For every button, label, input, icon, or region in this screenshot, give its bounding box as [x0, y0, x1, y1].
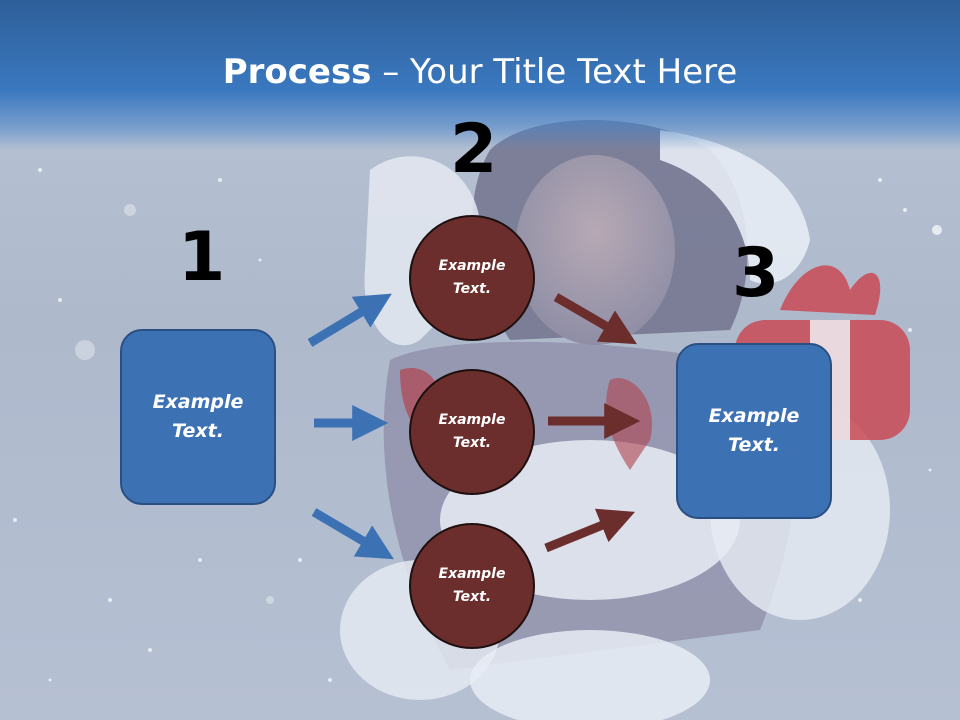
step-1-number: 1 [178, 218, 226, 297]
slide-title: Process – Your Title Text Here [0, 52, 960, 92]
circle-bottom-line1: Example [438, 566, 506, 582]
step-1-line2: Text. [172, 420, 224, 442]
step-3-number: 3 [732, 234, 780, 313]
step-1-line1: Example [152, 391, 244, 413]
circle-middle-line1: Example [438, 412, 506, 428]
arrow-1-to-2-bottom [311, 508, 394, 560]
circle-bottom-line2: Text. [452, 589, 492, 605]
circle-top-line2: Text. [452, 281, 492, 297]
circle-middle-line2: Text. [452, 435, 492, 451]
title-bold: Process [222, 52, 372, 92]
circle-top-line1: Example [438, 258, 506, 274]
step-3-line2: Text. [728, 434, 780, 456]
step-2-number: 2 [450, 110, 498, 189]
title-bar [0, 0, 960, 150]
arrow-1-to-2-top [307, 293, 392, 347]
arrow-2-to-3-bottom [544, 508, 636, 553]
title-rest: – Your Title Text Here [371, 52, 738, 92]
arrow-2-to-3-top [553, 293, 638, 345]
step-3-line1: Example [708, 405, 800, 427]
